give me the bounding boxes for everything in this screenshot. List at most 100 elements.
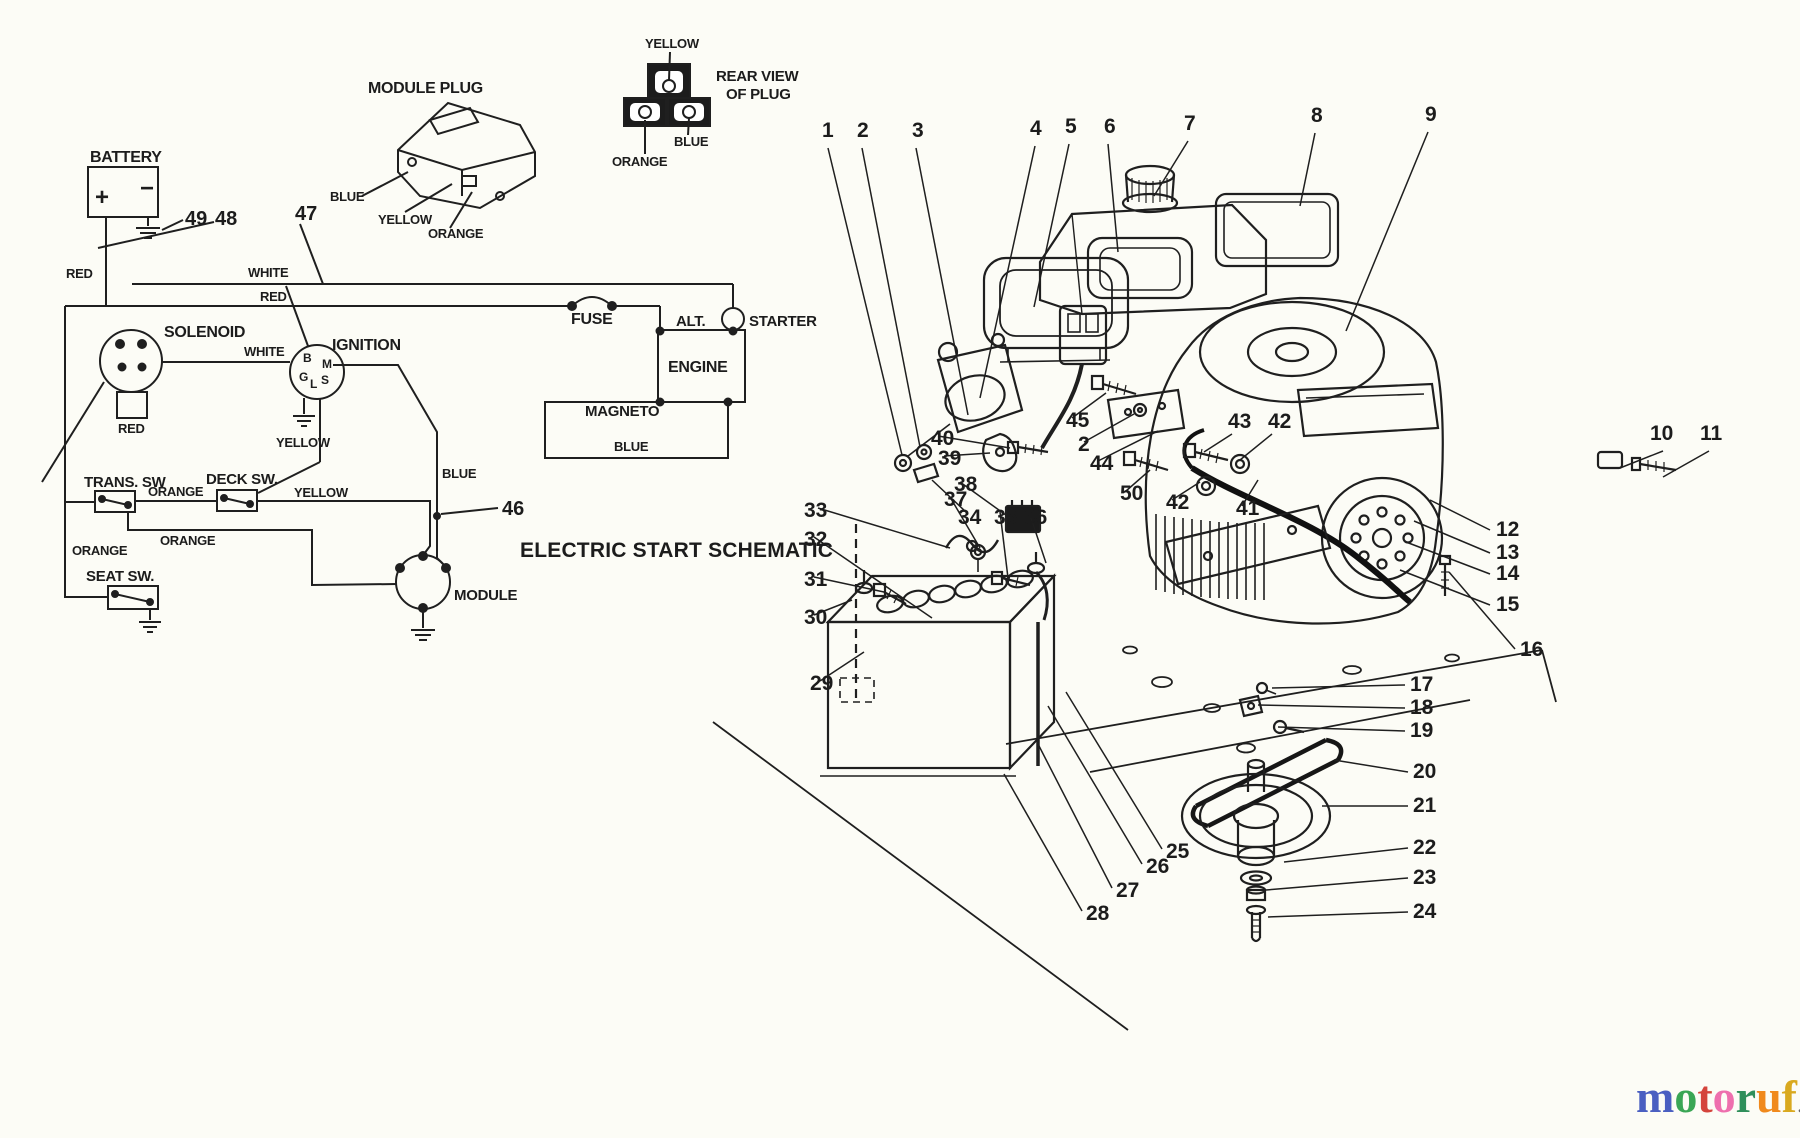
callout-21: 21 xyxy=(1413,794,1437,817)
callout-30: 30 xyxy=(804,606,827,629)
callout-25: 25 xyxy=(1166,840,1190,863)
ignition-terminal-m: M xyxy=(322,357,332,371)
parts-drawing xyxy=(712,164,1677,1031)
callout-18: 18 xyxy=(1410,696,1434,719)
pulley-drawing xyxy=(1180,758,1332,943)
deck-drawing xyxy=(712,645,1557,1031)
magneto-label: MAGNETO xyxy=(585,403,660,420)
battery-plus: + xyxy=(95,184,109,211)
callout-2: 2 xyxy=(857,119,869,142)
wire-blue-right: BLUE xyxy=(442,466,477,481)
logo-letter-o2: o xyxy=(1713,1071,1736,1122)
logo-letter-m: m xyxy=(1636,1071,1674,1122)
callout-35: 35 xyxy=(994,506,1018,529)
callout-8: 8 xyxy=(1311,104,1323,127)
rear-view-plug-drawing xyxy=(623,51,711,154)
ignition-terminal-l: L xyxy=(310,377,317,391)
module-label: MODULE xyxy=(454,587,517,604)
callout-34: 34 xyxy=(958,506,982,529)
rear-plug-blue-label: BLUE xyxy=(674,134,709,149)
wire-red-mid: RED xyxy=(260,289,287,304)
ref-46: 46 xyxy=(502,498,524,520)
callout-29: 29 xyxy=(810,672,833,695)
callout-2-mid: 2 xyxy=(1078,433,1090,456)
rear-plug-yellow-label: YELLOW xyxy=(645,36,700,51)
wire-orange-mid: ORANGE xyxy=(160,533,216,548)
callout-9: 9 xyxy=(1425,103,1437,126)
callout-37: 37 xyxy=(944,488,967,511)
logo-letter-f: f xyxy=(1782,1071,1798,1122)
callout-14: 14 xyxy=(1496,562,1520,585)
callout-41: 41 xyxy=(1236,497,1260,520)
logo-letter-o1: o xyxy=(1674,1071,1697,1122)
callout-33: 33 xyxy=(804,499,827,522)
callout-20: 20 xyxy=(1413,760,1436,783)
callout-40: 40 xyxy=(931,427,954,450)
callout-27: 27 xyxy=(1116,879,1139,902)
callout-39: 39 xyxy=(938,447,961,470)
callout-24: 24 xyxy=(1413,900,1437,923)
callout-15: 15 xyxy=(1496,593,1520,616)
battery-box xyxy=(87,166,159,218)
fuse-label: FUSE xyxy=(571,311,613,328)
logo-suffix: .de xyxy=(1797,1091,1800,1118)
ref-48: 48 xyxy=(215,208,237,230)
ignition-terminal-g: G xyxy=(299,370,308,384)
rear-view-title-1: REAR VIEW xyxy=(716,68,799,85)
solenoid-label: SOLENOID xyxy=(164,324,245,341)
module-plug-blue-label: BLUE xyxy=(330,189,365,204)
schematic-wires xyxy=(41,51,746,641)
callout-13: 13 xyxy=(1496,541,1519,564)
schematic-title: ELECTRIC START SCHEMATIC xyxy=(520,539,833,562)
callout-1: 1 xyxy=(822,119,834,142)
seat-switch-label: SEAT SW. xyxy=(86,568,154,585)
callout-28: 28 xyxy=(1086,902,1110,925)
ignition-terminal-b: B xyxy=(303,351,312,365)
ignition-terminal-s: S xyxy=(321,373,329,387)
callout-23: 23 xyxy=(1413,866,1436,889)
module-plug-label: MODULE PLUG xyxy=(368,80,483,97)
callout-11: 11 xyxy=(1700,422,1723,445)
callout-7: 7 xyxy=(1184,112,1196,135)
battery-label: BATTERY xyxy=(90,149,162,166)
wire-white-top: WHITE xyxy=(248,265,289,280)
battery-minus: − xyxy=(140,175,154,202)
callout-5: 5 xyxy=(1065,115,1077,138)
callout-50: 50 xyxy=(1120,482,1143,505)
battery-drawing xyxy=(820,524,1057,777)
motoruf-logo: motoruf.de xyxy=(1636,1071,1800,1122)
callout-32: 32 xyxy=(804,528,827,551)
ref-47: 47 xyxy=(295,203,317,225)
callout-42-top: 42 xyxy=(1268,410,1291,433)
logo-letter-u: u xyxy=(1756,1071,1782,1122)
callout-12: 12 xyxy=(1496,518,1519,541)
seat-switch-box xyxy=(107,585,159,610)
wire-orange-trans-deck: ORANGE xyxy=(148,484,204,499)
callout-22: 22 xyxy=(1413,836,1436,859)
wire-blue-magneto: BLUE xyxy=(614,439,649,454)
rear-plug-orange-label: ORANGE xyxy=(612,154,668,169)
callout-31: 31 xyxy=(804,568,828,591)
module-circle xyxy=(395,554,451,610)
callout-16: 16 xyxy=(1520,638,1543,661)
schematic-labels: BATTERY + − 49 48 47 46 MODULE PLUG BLUE… xyxy=(66,36,833,604)
wire-red-solenoid: RED xyxy=(118,421,145,436)
callout-4: 4 xyxy=(1030,117,1042,140)
callout-17: 17 xyxy=(1410,673,1433,696)
callout-3: 3 xyxy=(912,119,924,142)
engine-label: ENGINE xyxy=(668,359,728,376)
wire-yellow-ignition: YELLOW xyxy=(276,435,331,450)
callout-45: 45 xyxy=(1066,409,1090,432)
wire-white-solenoid: WHITE xyxy=(244,344,285,359)
callout-38: 38 xyxy=(954,473,978,496)
alt-label: ALT. xyxy=(676,313,705,330)
callout-42-low: 42 xyxy=(1166,491,1189,514)
module-plug-yellow-label: YELLOW xyxy=(378,212,433,227)
wire-yellow-deck: YELLOW xyxy=(294,485,349,500)
callout-44: 44 xyxy=(1090,452,1114,475)
ignition-circle xyxy=(289,344,345,400)
wire-red-battery: RED xyxy=(66,266,93,281)
engine-box xyxy=(657,329,746,403)
